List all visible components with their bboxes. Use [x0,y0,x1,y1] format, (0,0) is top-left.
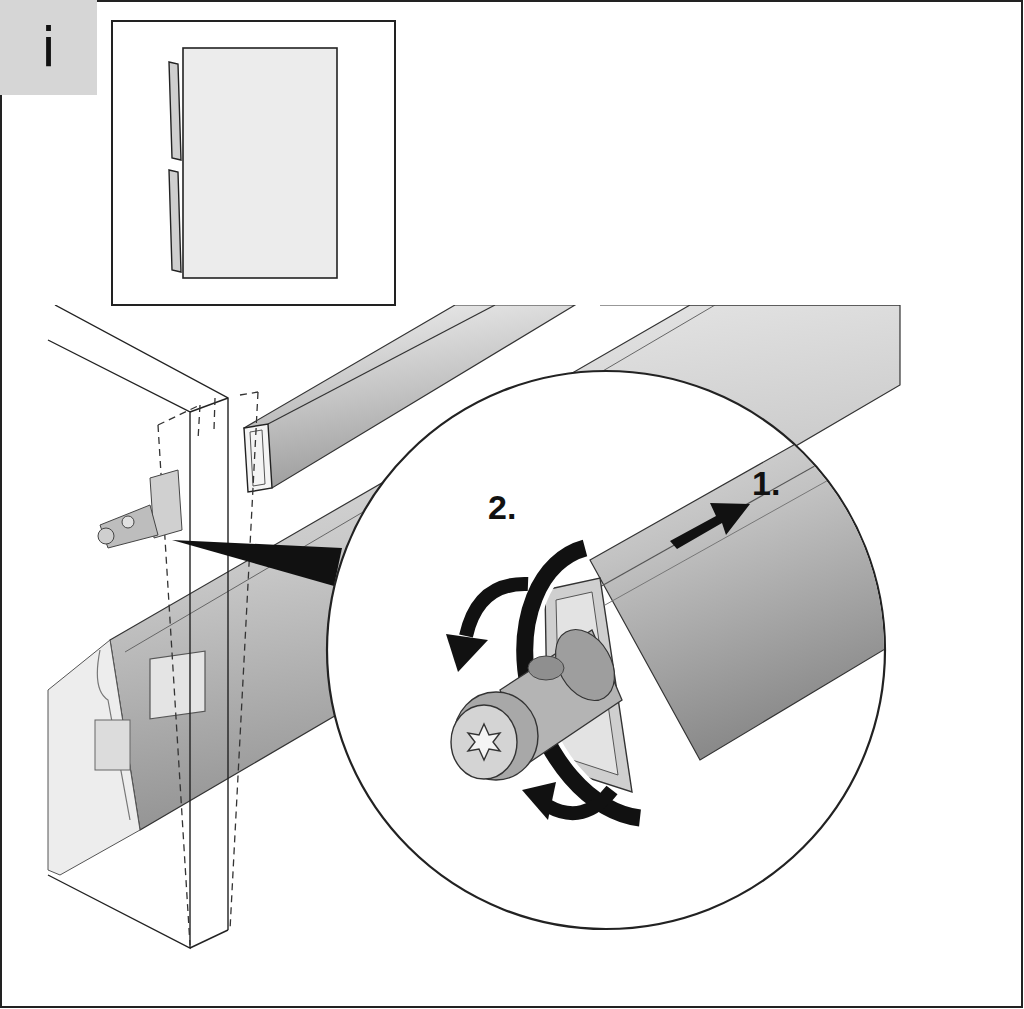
rotate-arrows [446,584,612,820]
info-letter: i [41,21,56,75]
detail-view [451,385,900,818]
info-badge: i [0,0,97,95]
push-arrow [670,503,750,549]
inset-view [112,21,395,305]
step-number: 2. [488,490,516,524]
step-number: 1. [752,466,780,500]
cabinet-scene [48,305,900,948]
